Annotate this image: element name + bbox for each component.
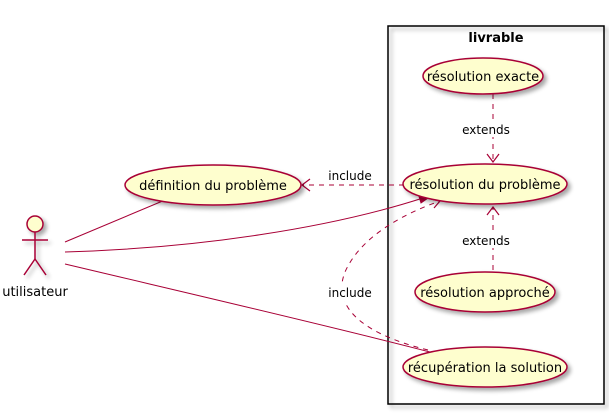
include-recuperation-line [341,200,441,351]
package-livrable: livrable [387,25,605,405]
package-title: livrable [468,31,523,46]
actor-name: utilisateur [2,285,68,300]
use-case-exacte-label: résolution exacte [427,70,539,85]
include-definition-label: include [328,169,371,183]
association-resolution [64,197,424,253]
use-case-resolution[interactable]: résolution du problème [402,163,568,205]
use-case-approche[interactable]: résolution approché [414,271,556,313]
use-case-resolution-label: résolution du problème [409,178,560,193]
use-case-recuperation-label: récupération la solution [408,361,562,376]
association-definition [64,199,166,243]
actor-utilisateur[interactable]: utilisateur [2,215,68,300]
extends-exacte-label: extends [462,123,510,137]
include-recuperation-label: include [328,286,371,300]
use-case-definition[interactable]: définition du problème [124,164,302,206]
association-recuperation [64,263,431,353]
extends-exacte-arrowhead [486,153,500,163]
extends-approche-arrowhead [486,206,500,216]
use-case-definition-label: définition du problème [139,179,287,194]
relation-labels: include extends extends include [326,121,512,301]
use-case-approche-label: résolution approché [420,286,550,301]
include-definition-arrowhead [301,178,311,192]
associations [64,192,433,353]
actor-stick-figure-icon [22,215,48,276]
use-case-recuperation[interactable]: récupération la solution [402,346,568,388]
extends-approche-label: extends [462,234,510,248]
use-case-exacte[interactable]: résolution exacte [422,57,544,95]
